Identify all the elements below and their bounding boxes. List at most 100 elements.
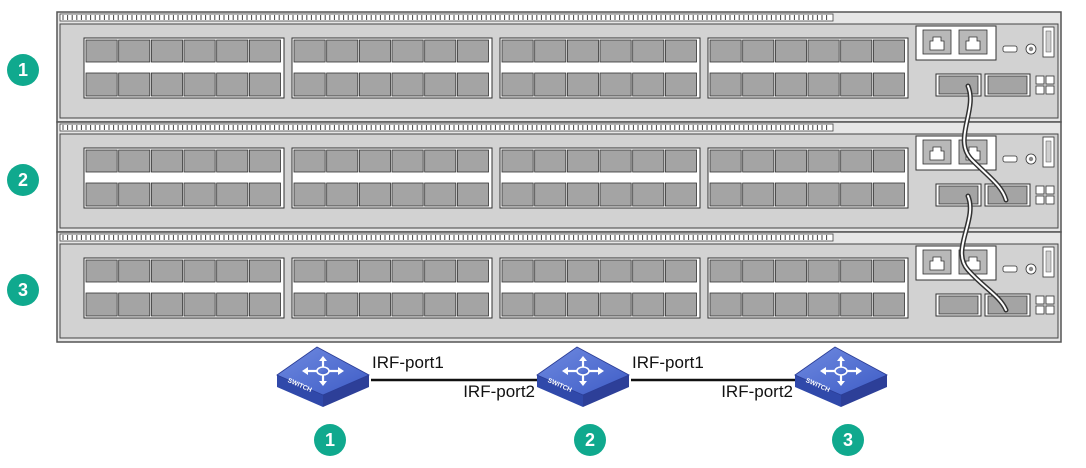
sfp-port xyxy=(391,182,424,207)
sfp-port xyxy=(391,259,424,283)
badge-circle xyxy=(7,274,39,306)
sfp-port xyxy=(599,259,632,283)
sfp-port xyxy=(501,149,534,173)
switch-chassis-3: 3 xyxy=(7,231,1062,343)
sfp-port xyxy=(709,149,742,173)
port-group xyxy=(83,37,285,99)
sfp-port xyxy=(774,182,807,207)
rj45-socket xyxy=(965,36,981,51)
sfp-port xyxy=(742,292,775,317)
arrow-up xyxy=(579,356,587,361)
sfp-port xyxy=(534,72,567,97)
sfp-port xyxy=(248,292,281,317)
sfp-port xyxy=(391,39,424,63)
switch-chassis-2: 2 xyxy=(7,121,1062,233)
arrow-left xyxy=(562,367,568,375)
arrow-up xyxy=(319,356,327,361)
switch-side-left xyxy=(795,375,841,407)
sfp-port xyxy=(632,182,665,207)
sfp-port xyxy=(183,259,216,283)
sfp-port xyxy=(118,149,151,173)
switch-side-left xyxy=(277,375,323,407)
sfp-port xyxy=(566,292,599,317)
vent-frame xyxy=(59,123,834,132)
badge-number: 2 xyxy=(18,170,28,190)
console-slot-inner xyxy=(1045,140,1052,163)
sfp-port xyxy=(326,149,359,173)
sfp-port xyxy=(774,72,807,97)
irf-cable-2-3-core xyxy=(960,195,1007,311)
arrow-up xyxy=(837,356,845,361)
port-group xyxy=(707,37,909,99)
sfp-port xyxy=(358,259,391,283)
vent-strip xyxy=(59,233,834,242)
irf-cable-1-2-core xyxy=(963,85,1007,201)
sfp-port xyxy=(85,39,118,63)
sfp-port xyxy=(85,72,118,97)
sfp-port xyxy=(774,292,807,317)
sfp-port xyxy=(566,259,599,283)
sfp-port xyxy=(456,259,489,283)
port-group xyxy=(499,257,701,319)
sfp-port xyxy=(534,182,567,207)
sfp-port xyxy=(216,182,249,207)
sfp-port xyxy=(807,182,840,207)
sfp-port xyxy=(150,39,183,63)
reset-button-core xyxy=(1028,156,1034,162)
sfp-port xyxy=(391,292,424,317)
sfp-port xyxy=(293,292,326,317)
sfp-port xyxy=(840,72,873,97)
sfp-port xyxy=(150,292,183,317)
topology-badge-2: 2 xyxy=(574,424,606,456)
vent-strip xyxy=(59,13,834,22)
sfp-port xyxy=(358,149,391,173)
sfp-port xyxy=(599,182,632,207)
sfp-port xyxy=(293,72,326,97)
rj45-socket xyxy=(965,256,981,271)
arrow-down xyxy=(319,381,327,386)
sfp-port xyxy=(742,182,775,207)
status-led xyxy=(1035,195,1045,205)
sfp-port xyxy=(456,149,489,173)
sfp-port xyxy=(85,292,118,317)
badge-number: 2 xyxy=(585,430,595,450)
sfp-port xyxy=(183,72,216,97)
arrow-down xyxy=(837,381,845,386)
port-group xyxy=(291,37,493,99)
console-slot-inner xyxy=(1045,30,1052,53)
arrow-right xyxy=(856,367,862,375)
sfp-port xyxy=(840,259,873,283)
reset-button-core xyxy=(1028,266,1034,272)
sfp-port xyxy=(183,182,216,207)
switch-arrows-icon xyxy=(562,356,604,386)
sfp-port xyxy=(456,39,489,63)
status-led xyxy=(1035,295,1045,305)
irf-port-label-from: IRF-port1 xyxy=(632,353,704,372)
sfp-port xyxy=(293,39,326,63)
sfp-port xyxy=(872,39,905,63)
sfp-port xyxy=(807,39,840,63)
sfp-port xyxy=(326,72,359,97)
sfp-port xyxy=(664,39,697,63)
port-group xyxy=(707,257,909,319)
sfp-port xyxy=(326,182,359,207)
sfp-port xyxy=(534,39,567,63)
management-panel xyxy=(915,25,1055,97)
sfp-port xyxy=(709,292,742,317)
sfp-port xyxy=(709,182,742,207)
sfp-port xyxy=(424,149,457,173)
sfp-port xyxy=(872,292,905,317)
usb-port xyxy=(1002,45,1018,53)
sfp-port xyxy=(599,292,632,317)
sfp-port xyxy=(85,182,118,207)
sfp-port xyxy=(807,149,840,173)
sfp-port xyxy=(293,259,326,283)
rj45-socket xyxy=(929,36,945,51)
sfp-port xyxy=(391,149,424,173)
sfp-port xyxy=(118,72,151,97)
irf-port-a-cage xyxy=(938,185,979,205)
status-led xyxy=(1035,85,1045,95)
arrow-hub xyxy=(834,366,848,376)
chassis-stack: 123 xyxy=(7,11,1062,343)
status-led xyxy=(1045,185,1055,195)
